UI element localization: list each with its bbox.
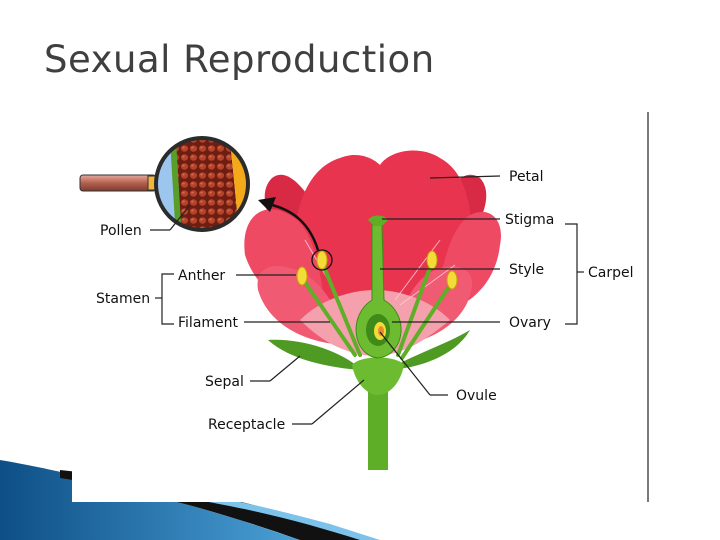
label-style: Style: [509, 262, 544, 278]
label-carpel: Carpel: [588, 265, 634, 281]
label-sepal: Sepal: [205, 374, 244, 390]
label-anther: Anther: [178, 268, 225, 284]
label-receptacle: Receptacle: [208, 417, 285, 433]
leader-lines: [150, 175, 584, 425]
slide-title: Sexual Reproduction: [44, 38, 435, 81]
receptacle-shape: [352, 357, 404, 395]
magnifier-icon: [79, 136, 250, 232]
label-petal: Petal: [509, 169, 544, 185]
label-filament: Filament: [178, 315, 239, 331]
label-pollen: Pollen: [100, 223, 142, 239]
stem: [368, 372, 388, 470]
flower: [244, 150, 501, 470]
label-ovary: Ovary: [509, 315, 551, 331]
label-stamen: Stamen: [96, 291, 150, 307]
label-stigma: Stigma: [505, 212, 554, 228]
label-ovule: Ovule: [456, 388, 497, 404]
